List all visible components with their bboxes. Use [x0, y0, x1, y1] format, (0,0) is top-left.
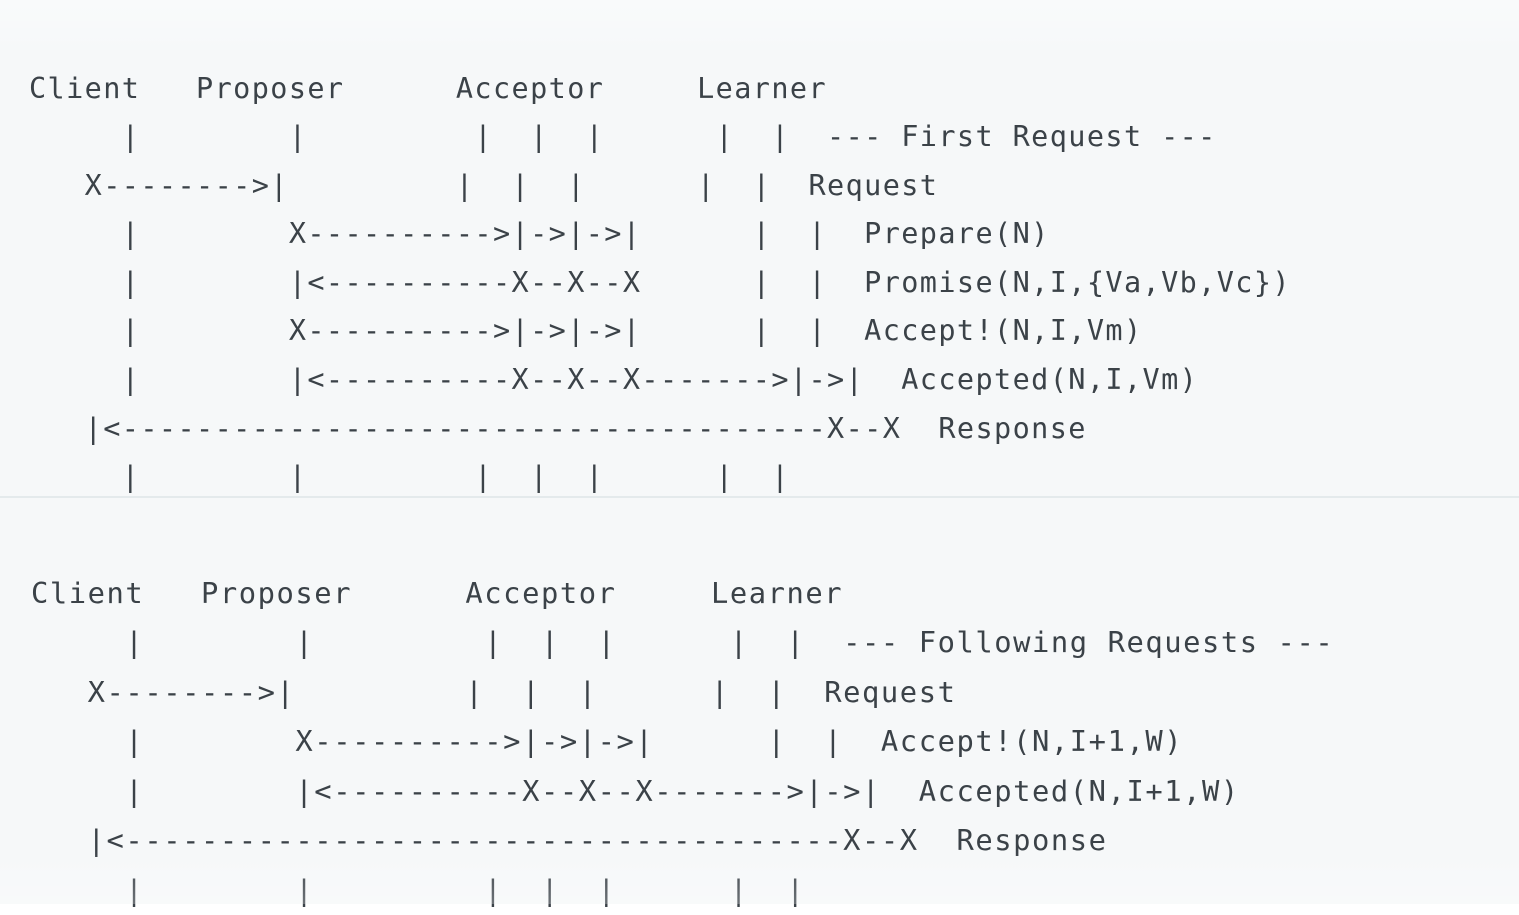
first-request-ascii-art: Client Proposer Acceptor Learner | | | |… [29, 71, 1291, 494]
following-requests-ascii-art: Client Proposer Acceptor Learner | | | |… [31, 575, 1335, 907]
first-request-block: Client Proposer Acceptor Learner | | | |… [0, 71, 1519, 497]
following-requests-block: Client Proposer Acceptor Learner | | | |… [0, 498, 1519, 907]
block-divider [0, 497, 1519, 498]
